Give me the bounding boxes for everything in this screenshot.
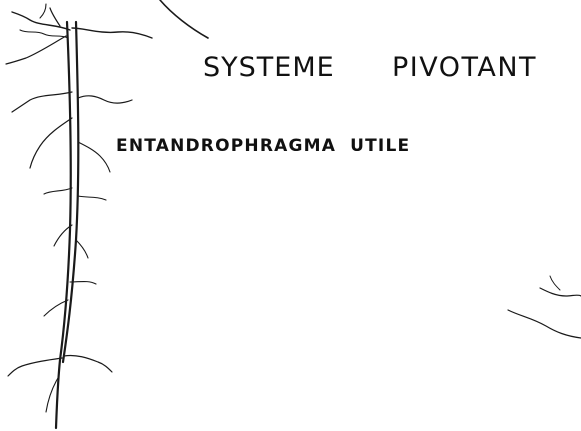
title-word-systeme: SYSTEME [203, 52, 335, 83]
taproot [56, 22, 78, 428]
species-epithet: UTILE [350, 136, 410, 156]
right-root-fragments [508, 276, 581, 338]
crown-lateral-roots [6, 4, 152, 64]
species-genus: ENTANDROPHRAGMA [116, 136, 336, 156]
species-name: ENTANDROPHRAGMA UTILE [116, 136, 410, 156]
title-word-pivotant: PIVOTANT [392, 52, 537, 83]
top-twig-line [160, 0, 208, 38]
mid-lateral-roots [12, 92, 132, 316]
